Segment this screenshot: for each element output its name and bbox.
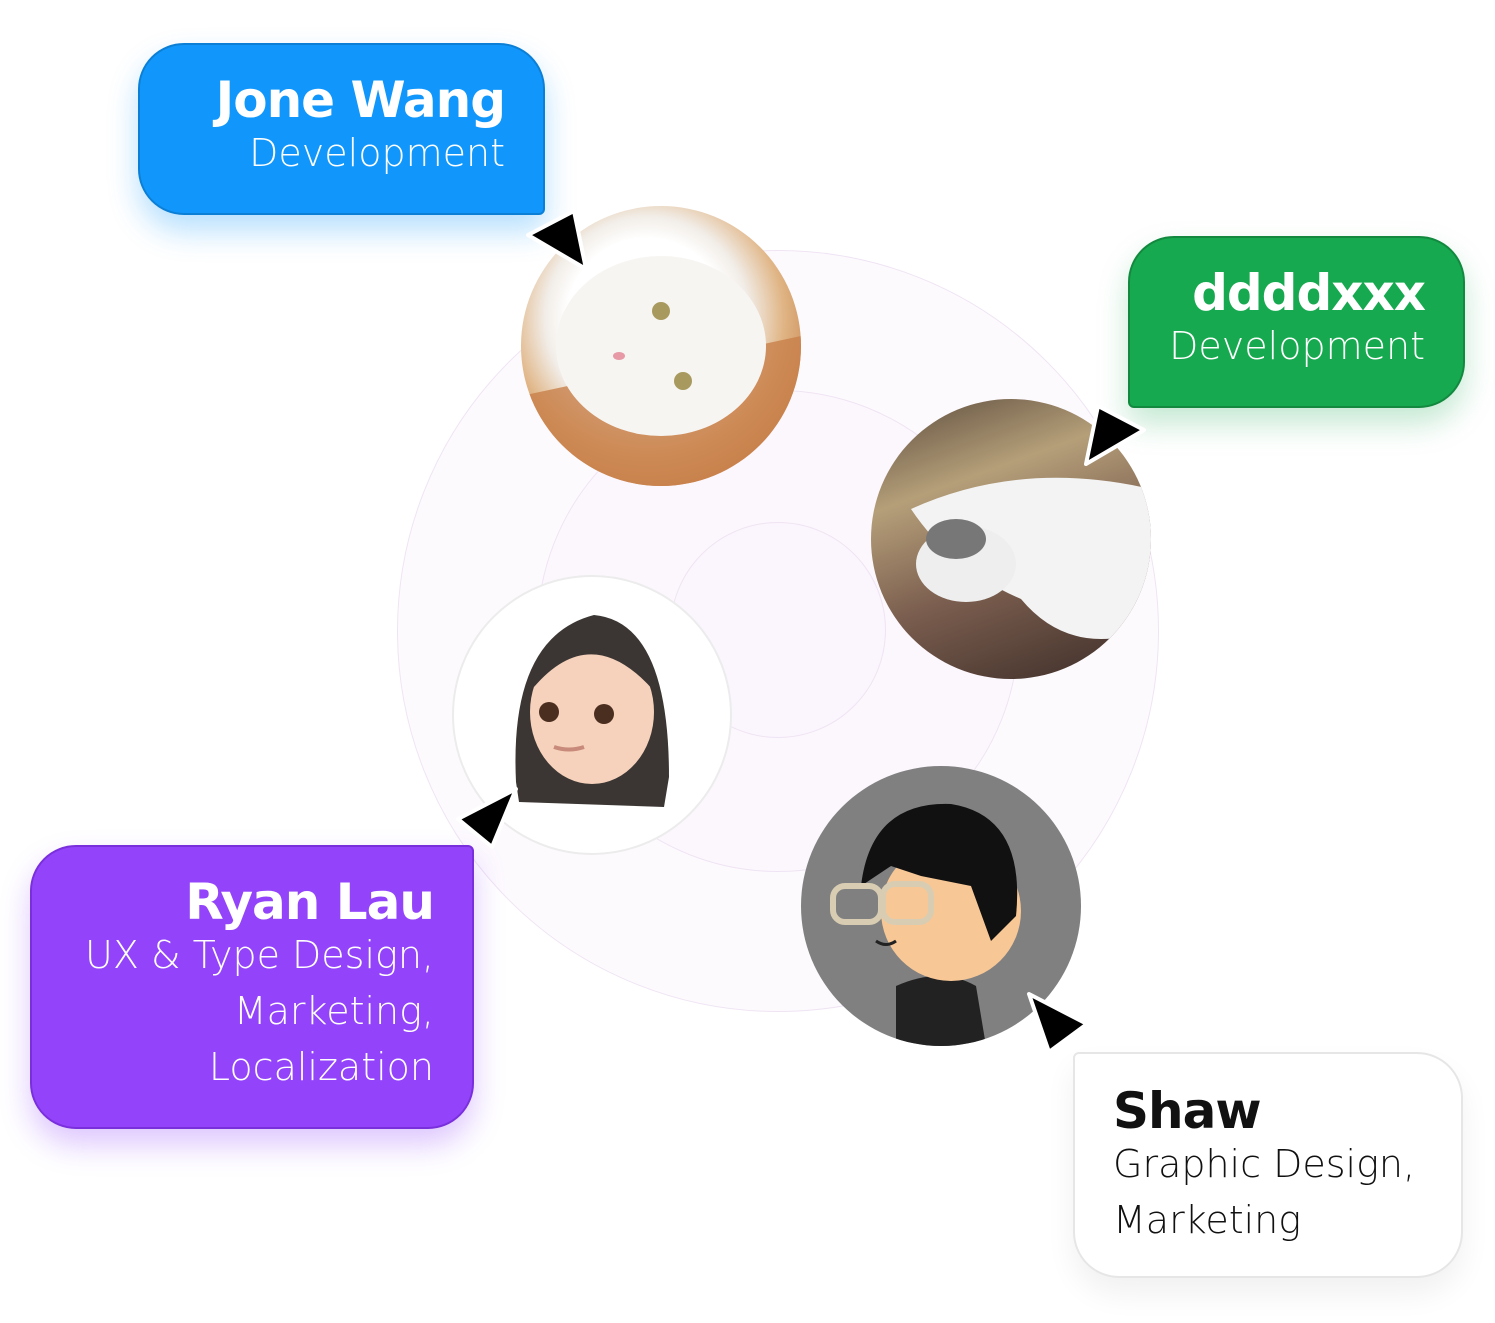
cursor-arrow-icon bbox=[1027, 992, 1089, 1054]
person-role-line: Marketing, bbox=[233, 989, 434, 1033]
person-role-line: Graphic Design, bbox=[1113, 1142, 1416, 1186]
cursor-arrow-icon bbox=[456, 787, 518, 849]
person-card-jone-wang[interactable]: Jone Wang Development bbox=[138, 43, 545, 215]
person-role-line: UX & Type Design, bbox=[85, 933, 434, 977]
person-role: Development bbox=[1169, 324, 1425, 368]
person-name: ddddxxx bbox=[1192, 264, 1426, 322]
person-name: Jone Wang bbox=[215, 71, 506, 129]
person-card-ddddxxx[interactable]: ddddxxx Development bbox=[1128, 236, 1465, 408]
person-role-line: Localization bbox=[208, 1045, 434, 1089]
cursor-arrow-icon bbox=[526, 209, 588, 271]
person-card-shaw[interactable]: Shaw Graphic Design, Marketing bbox=[1073, 1052, 1463, 1278]
person-role-line: Marketing bbox=[1113, 1198, 1302, 1242]
cursor-arrow-icon bbox=[1084, 404, 1146, 466]
person-role: Development bbox=[249, 131, 505, 175]
person-name: Shaw bbox=[1113, 1082, 1262, 1140]
person-card-ryan-lau[interactable]: Ryan Lau UX & Type Design, Marketing, Lo… bbox=[30, 845, 474, 1129]
person-name: Ryan Lau bbox=[185, 873, 435, 931]
